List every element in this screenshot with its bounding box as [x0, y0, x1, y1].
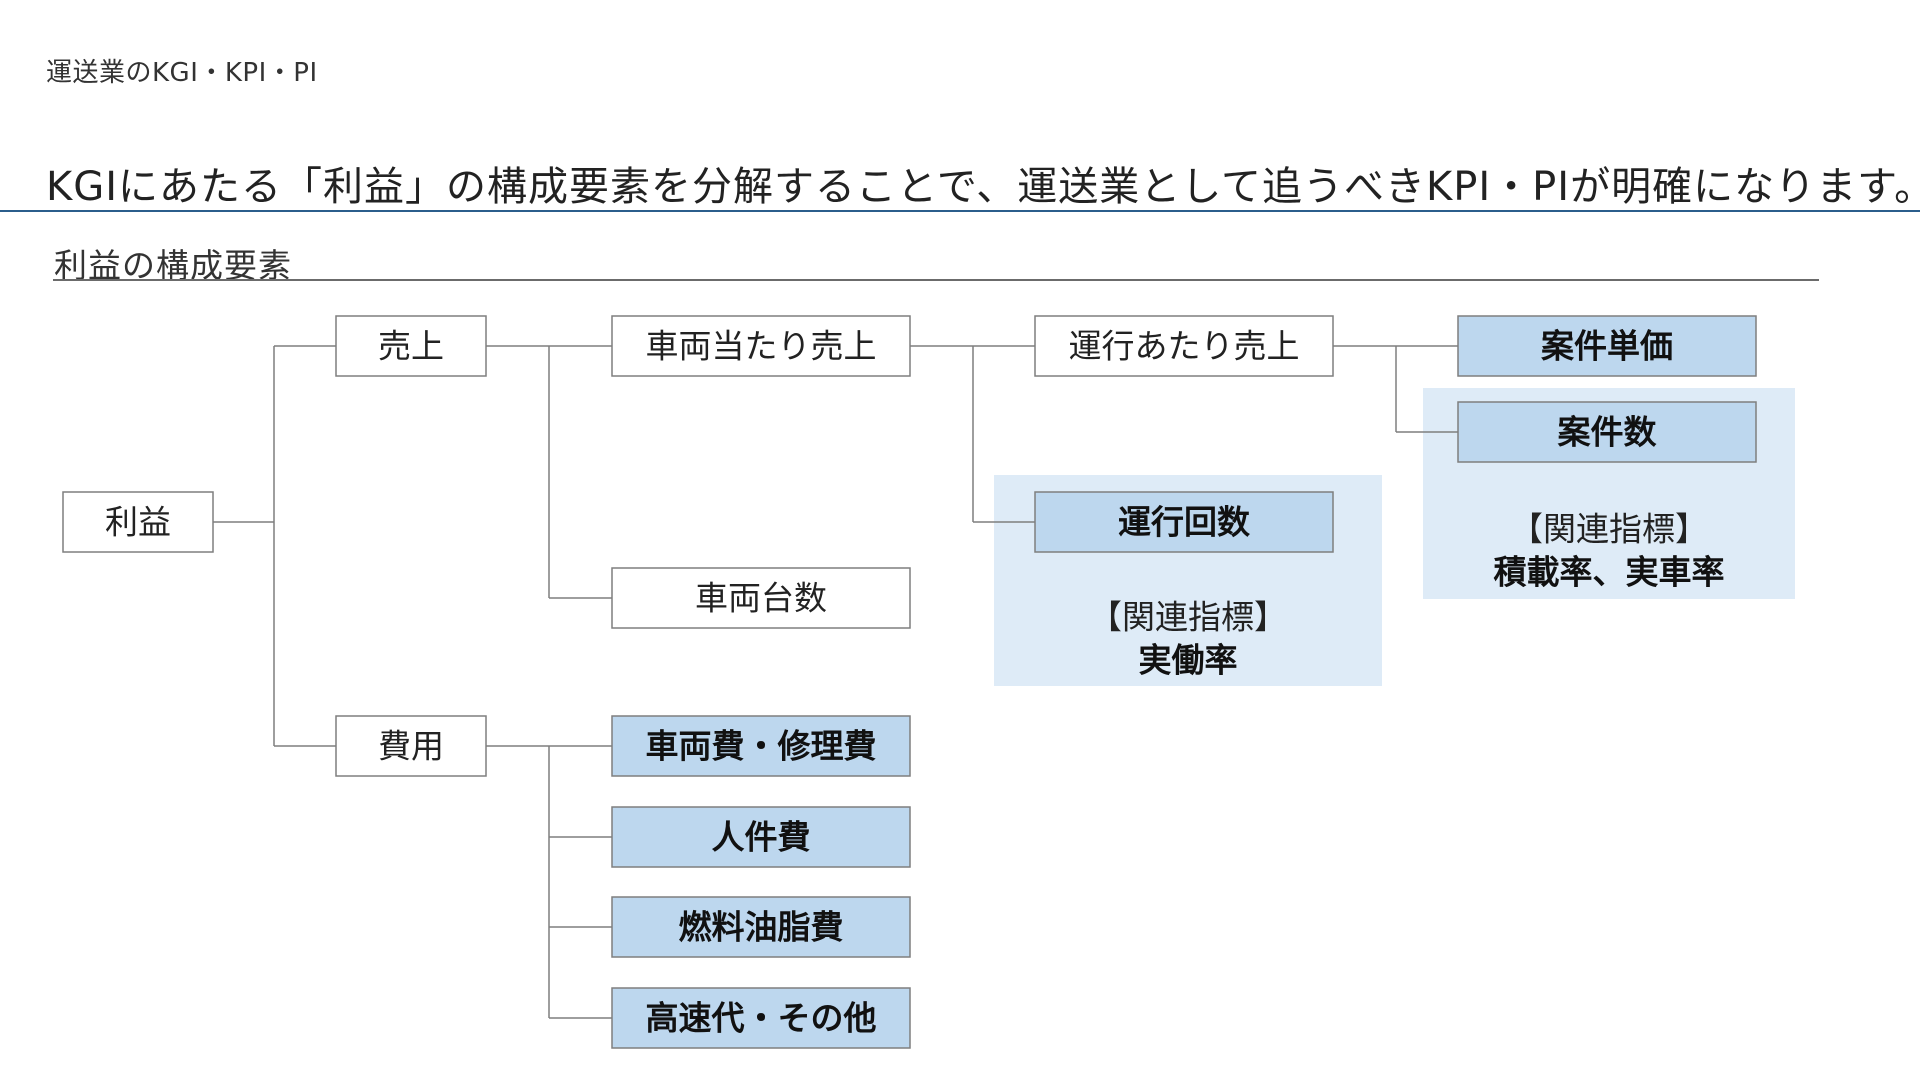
node-job-count: 案件数 [1457, 401, 1757, 463]
node-fuel-cost-label: 燃料油脂費 [679, 908, 844, 947]
node-revenue-per-trip-label: 運行あたり売上 [1069, 327, 1300, 366]
node-labor-cost-label: 人件費 [712, 818, 811, 857]
node-root-label: 利益 [105, 503, 171, 542]
node-unit-price: 案件単価 [1457, 315, 1757, 377]
node-vehicle-count: 車両台数 [611, 567, 911, 629]
related-job-value: 積載率、実車率 [1494, 553, 1725, 592]
section-title: 利益の構成要素 [54, 246, 292, 285]
node-trip-count-label: 運行回数 [1118, 503, 1251, 542]
node-unit-price-label: 案件単価 [1541, 327, 1673, 366]
page-headline: KGIにあたる「利益」の構成要素を分解することで、運送業として追うべきKPI・P… [46, 164, 1920, 210]
node-revenue: 売上 [335, 315, 487, 377]
node-revenue-per-vehicle: 車両当たり売上 [611, 315, 911, 377]
node-vehicle-count-label: 車両台数 [695, 579, 827, 618]
node-revenue-per-trip: 運行あたり売上 [1034, 315, 1334, 377]
node-toll-other-cost-label: 高速代・その他 [646, 999, 877, 1038]
node-labor-cost: 人件費 [611, 806, 911, 868]
tree-connectors [213, 345, 1458, 1019]
node-cost: 費用 [335, 715, 487, 777]
node-job-count-label: 案件数 [1558, 413, 1658, 452]
node-vehicle-repair-cost-label: 車両費・修理費 [646, 727, 877, 766]
node-revenue-label: 売上 [378, 327, 444, 366]
related-trip-heading: 【関連指標】 [1089, 598, 1287, 637]
node-cost-label: 費用 [378, 727, 444, 766]
related-job-heading: 【関連指標】 [1510, 510, 1708, 549]
node-revenue-per-vehicle-label: 車両当たり売上 [646, 327, 877, 366]
section-divider [53, 279, 1819, 281]
node-vehicle-repair-cost: 車両費・修理費 [611, 715, 911, 777]
node-trip-count: 運行回数 [1034, 491, 1334, 553]
related-trip-value: 実働率 [1139, 641, 1238, 680]
header-divider [0, 210, 1920, 212]
breadcrumb: 運送業のKGI・KPI・PI [46, 58, 318, 88]
node-root: 利益 [62, 491, 214, 553]
node-fuel-cost: 燃料油脂費 [611, 896, 911, 958]
node-toll-other-cost: 高速代・その他 [611, 987, 911, 1049]
